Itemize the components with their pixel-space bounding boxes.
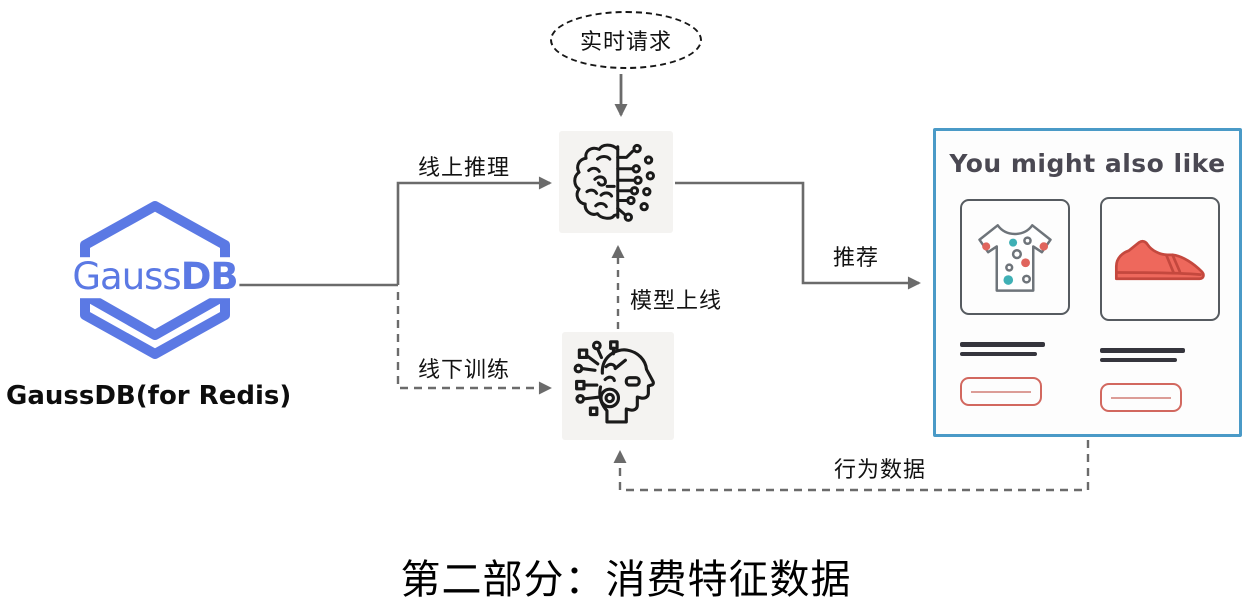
gaussdb-logo-text: GaussDB	[70, 255, 240, 299]
gaussdb-logo-text-bold: DB	[180, 255, 239, 299]
product-column-2	[1100, 197, 1222, 412]
button-text-line	[1111, 396, 1171, 399]
offline-model-node	[562, 332, 674, 440]
gaussdb-logo-text-light: Gauss	[72, 255, 181, 299]
gaussdb-logo: GaussDB	[70, 199, 240, 361]
tshirt-polka-dots-icon	[978, 224, 1052, 292]
offline-training-label: 线下训练	[418, 358, 511, 383]
product-text-line	[1100, 348, 1185, 353]
product-action-button	[960, 377, 1042, 406]
product-tile-sneaker	[1100, 197, 1220, 321]
online-model-node	[559, 131, 673, 233]
gaussdb-caption: GaussDB(for Redis)	[6, 381, 292, 411]
red-sneaker-icon	[1114, 239, 1205, 281]
button-text-line	[971, 390, 1031, 393]
product-text-line	[1100, 358, 1177, 362]
recommendation-card: You might also like	[933, 128, 1242, 437]
section-caption: 第二部分：消费特征数据	[400, 557, 852, 603]
ai-head-icon	[573, 340, 655, 424]
product-action-button	[1100, 383, 1182, 412]
recommend-label: 推荐	[833, 246, 880, 271]
product-column-1	[960, 199, 1072, 406]
gaussdb-hexagon-logo	[80, 201, 230, 359]
realtime-request-node: 实时请求	[550, 11, 702, 69]
behavior-data-label: 行为数据	[834, 458, 927, 483]
realtime-request-label: 实时请求	[579, 30, 672, 55]
product-text-line	[960, 352, 1037, 356]
brain-circuit-icon	[573, 143, 655, 222]
model-deploy-label: 模型上线	[630, 289, 723, 314]
recommendation-card-title: You might also like	[949, 149, 1226, 178]
online-inference-label: 线上推理	[418, 156, 511, 181]
product-tile-tshirt	[960, 199, 1070, 315]
product-text-line	[960, 342, 1045, 347]
